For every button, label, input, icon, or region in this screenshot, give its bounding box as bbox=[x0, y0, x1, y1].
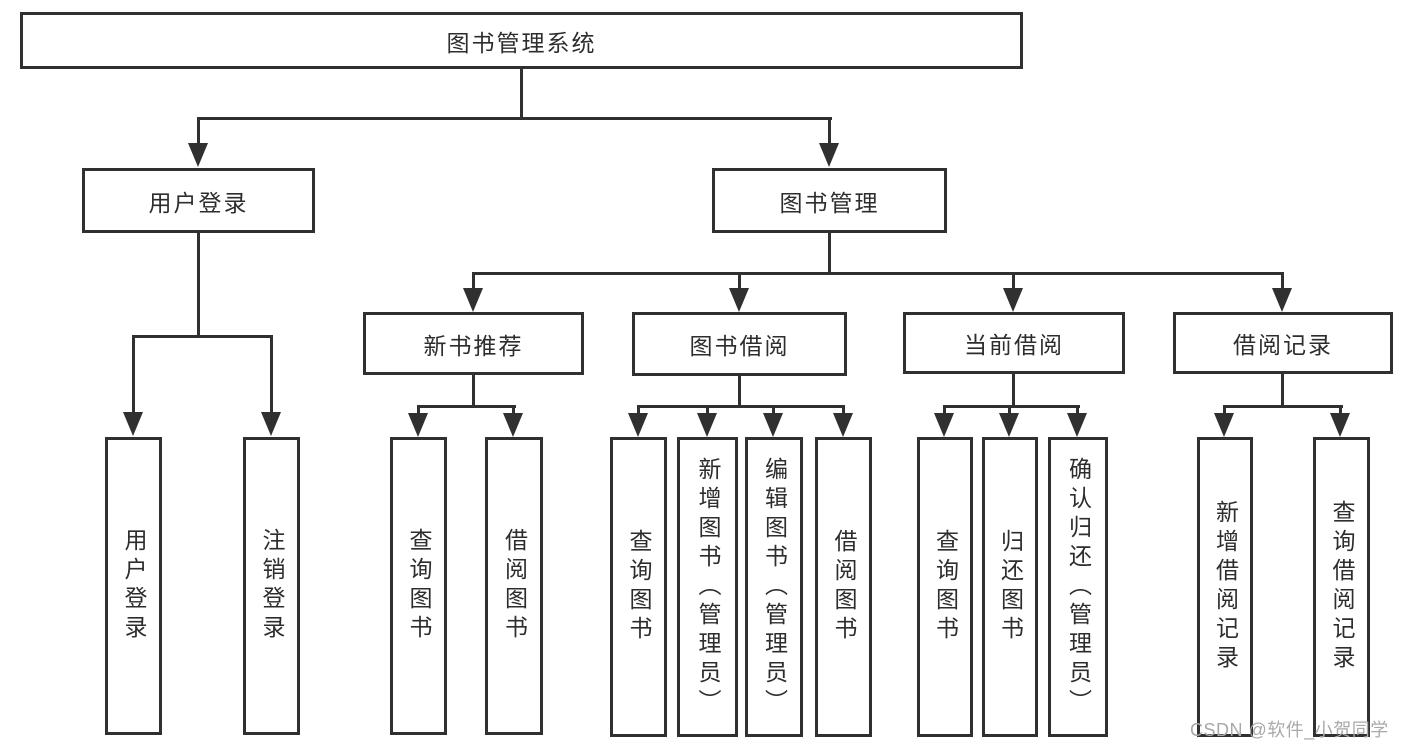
node-label: 用户登录 bbox=[121, 528, 147, 644]
node-label: 新书推荐 bbox=[423, 332, 524, 359]
arrow-down-icon bbox=[763, 413, 783, 437]
node-label: 新增借阅记录 bbox=[1212, 500, 1239, 674]
connector-hline bbox=[197, 117, 832, 120]
node-label: 借阅记录 bbox=[1233, 332, 1333, 358]
connector-vline bbox=[1012, 274, 1015, 289]
connector-vline bbox=[1012, 373, 1015, 408]
node-label: 当前借阅 bbox=[964, 332, 1064, 358]
arrow-down-icon bbox=[833, 413, 853, 437]
arrow-down-icon bbox=[729, 288, 749, 312]
node-label: 借阅图书 bbox=[501, 528, 528, 644]
arrow-down-icon bbox=[123, 412, 143, 436]
node-bb-add-book: 新增图书（管理员） bbox=[677, 437, 738, 737]
connector-vline bbox=[197, 118, 200, 145]
arrow-down-icon bbox=[1272, 288, 1292, 312]
node-book-management: 图书管理 bbox=[712, 168, 947, 233]
connector-vline bbox=[417, 407, 420, 415]
connector-vline bbox=[828, 232, 831, 275]
arrow-down-icon bbox=[934, 413, 954, 437]
node-label: 新增图书（管理员） bbox=[695, 456, 721, 718]
arrow-down-icon bbox=[188, 143, 208, 167]
node-nbr-query-book: 查询图书 bbox=[390, 437, 447, 735]
connector-hline bbox=[1223, 405, 1343, 408]
node-label: 查询图书 bbox=[626, 529, 652, 645]
node-logout: 注销登录 bbox=[243, 437, 300, 735]
arrow-down-icon bbox=[408, 413, 428, 437]
arrow-down-icon bbox=[999, 413, 1019, 437]
node-user-login: 用户登录 bbox=[82, 168, 315, 233]
node-book-borrow: 图书借阅 bbox=[632, 312, 847, 376]
node-borrow-record: 借阅记录 bbox=[1173, 312, 1393, 374]
connector-hline bbox=[637, 405, 845, 408]
connector-vline bbox=[842, 407, 845, 415]
connector-vline bbox=[738, 274, 741, 289]
arrow-down-icon bbox=[1067, 413, 1087, 437]
node-nbr-borrow-book: 借阅图书 bbox=[485, 437, 543, 735]
arrow-down-icon bbox=[1003, 288, 1023, 312]
node-bb-edit-book: 编辑图书（管理员） bbox=[745, 437, 803, 737]
node-cb-return-book: 归还图书 bbox=[982, 437, 1038, 737]
node-label: 图书借阅 bbox=[689, 333, 790, 359]
connector-vline bbox=[1223, 407, 1226, 415]
connector-vline bbox=[943, 407, 946, 415]
node-root: 图书管理系统 bbox=[20, 12, 1023, 69]
arrow-down-icon bbox=[503, 413, 523, 437]
connector-vline bbox=[270, 337, 273, 414]
connector-vline bbox=[197, 232, 200, 338]
connector-vline bbox=[772, 407, 775, 415]
node-label: 查询图书 bbox=[406, 528, 432, 644]
node-bb-query-book: 查询图书 bbox=[610, 437, 667, 737]
node-br-add-record: 新增借阅记录 bbox=[1197, 437, 1253, 737]
node-cb-query-book: 查询图书 bbox=[917, 437, 973, 737]
connector-hline bbox=[417, 405, 516, 408]
node-label: 确认归还（管理员） bbox=[1065, 456, 1092, 718]
connector-vline bbox=[520, 68, 523, 119]
arrow-down-icon bbox=[463, 288, 483, 312]
connector-vline bbox=[828, 118, 831, 145]
connector-vline bbox=[637, 407, 640, 415]
connector-vline bbox=[1281, 274, 1284, 289]
connector-vline bbox=[1339, 407, 1342, 415]
node-label: 查询图书 bbox=[932, 529, 959, 645]
connector-vline bbox=[132, 337, 135, 414]
arrow-down-icon bbox=[819, 143, 839, 167]
arrow-down-icon bbox=[1330, 413, 1350, 437]
arrow-down-icon bbox=[261, 412, 281, 436]
node-br-query-record: 查询借阅记录 bbox=[1313, 437, 1370, 737]
node-label: 借阅图书 bbox=[831, 529, 857, 645]
node-label: 查询借阅记录 bbox=[1329, 500, 1355, 674]
node-label: 图书管理系统 bbox=[446, 29, 597, 56]
node-label: 注销登录 bbox=[259, 528, 285, 644]
node-label: 用户登录 bbox=[148, 189, 249, 216]
connector-vline bbox=[472, 274, 475, 289]
arrow-down-icon bbox=[697, 413, 717, 437]
connector-hline bbox=[472, 272, 1284, 275]
node-label: 图书管理 bbox=[779, 189, 880, 216]
arrow-down-icon bbox=[628, 413, 648, 437]
connector-vline bbox=[1008, 407, 1011, 415]
connector-vline bbox=[738, 375, 741, 408]
node-bb-borrow-book: 借阅图书 bbox=[815, 437, 872, 737]
node-new-book-recommend: 新书推荐 bbox=[363, 312, 584, 375]
node-label: 归还图书 bbox=[997, 529, 1024, 645]
node-label: 编辑图书（管理员） bbox=[761, 456, 788, 718]
connector-vline bbox=[1076, 407, 1079, 415]
csdn-watermark: CSDN @软件_小贺同学 bbox=[1190, 720, 1389, 740]
connector-hline bbox=[943, 405, 1080, 408]
connector-vline bbox=[1281, 373, 1284, 408]
arrow-down-icon bbox=[1214, 413, 1234, 437]
node-cb-confirm-return: 确认归还（管理员） bbox=[1048, 437, 1108, 737]
node-user-login-leaf: 用户登录 bbox=[105, 437, 162, 735]
connector-vline bbox=[706, 407, 709, 415]
connector-hline bbox=[132, 335, 273, 338]
node-current-borrow: 当前借阅 bbox=[903, 312, 1125, 374]
connector-vline bbox=[512, 407, 515, 415]
connector-vline bbox=[472, 374, 475, 408]
